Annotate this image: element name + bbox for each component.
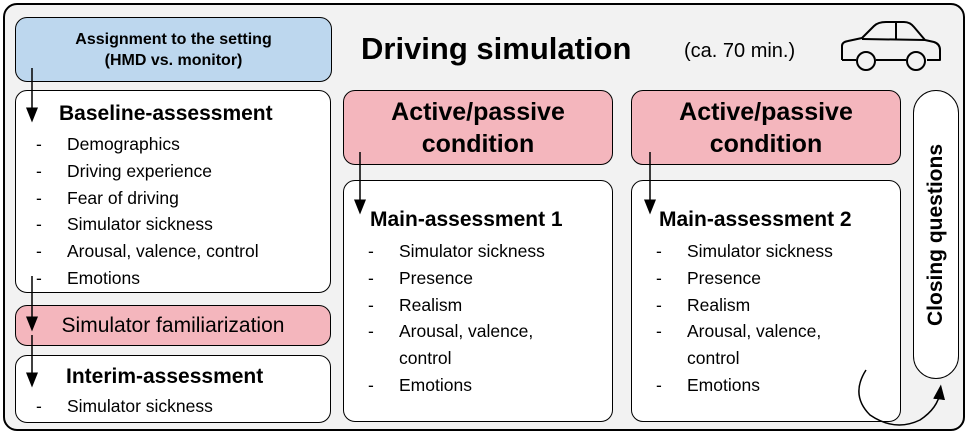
condition-box-1: Active/passive condition xyxy=(343,90,613,165)
main-assessment-1-heading: Main-assessment 1 xyxy=(370,208,563,231)
list-item: Arousal, valence, xyxy=(656,318,833,345)
list-item: Presence xyxy=(368,265,545,292)
condition-2-line2: condition xyxy=(709,129,823,158)
list-item: Demographics xyxy=(36,131,259,158)
list-item: Fear of driving xyxy=(36,185,259,212)
list-item: Simulator sickness xyxy=(368,238,545,265)
main-assessment-1-list: Simulator sickness Presence Realism Arou… xyxy=(368,238,545,399)
assignment-line1: Assignment to the setting xyxy=(75,30,272,48)
page-title: Driving simulation xyxy=(361,31,632,66)
baseline-list: Demographics Driving experience Fear of … xyxy=(36,131,259,292)
familiarization-box: Simulator familiarization xyxy=(15,305,331,346)
list-item: Arousal, valence, control xyxy=(36,238,259,265)
list-item: Simulator sickness xyxy=(36,393,213,420)
list-item: control xyxy=(687,348,740,369)
list-item: control xyxy=(399,348,452,369)
assignment-box: Assignment to the setting (HMD vs. monit… xyxy=(15,17,332,82)
interim-heading: Interim-assessment xyxy=(66,365,264,388)
condition-box-2: Active/passive condition xyxy=(631,90,901,165)
list-item: Emotions xyxy=(656,372,833,399)
baseline-box: Baseline-assessment Demographics Driving… xyxy=(15,90,331,293)
condition-1-line2: condition xyxy=(421,129,535,158)
list-item: Realism xyxy=(368,292,545,319)
list-item: Driving experience xyxy=(36,158,259,185)
list-item: Presence xyxy=(656,265,833,292)
list-item: Realism xyxy=(656,292,833,319)
familiarization-label: Simulator familiarization xyxy=(61,313,285,337)
list-item: Emotions xyxy=(368,372,545,399)
interim-box: Interim-assessment Simulator sickness xyxy=(15,355,331,423)
closing-questions-box: Closing questions xyxy=(913,90,959,379)
list-item: Simulator sickness xyxy=(656,238,833,265)
condition-2-line1: Active/passive xyxy=(679,97,853,126)
main-assessment-1-box: Main-assessment 1 Simulator sickness Pre… xyxy=(343,180,613,422)
condition-1-line1: Active/passive xyxy=(391,97,565,126)
main-assessment-2-list: Simulator sickness Presence Realism Arou… xyxy=(656,238,833,399)
list-item: Arousal, valence, xyxy=(368,318,545,345)
list-item: Emotions xyxy=(36,265,259,292)
interim-list: Simulator sickness xyxy=(36,393,213,420)
list-item: Simulator sickness xyxy=(36,211,259,238)
main-assessment-2-heading: Main-assessment 2 xyxy=(659,208,852,231)
assignment-line2: (HMD vs. monitor) xyxy=(104,51,243,69)
baseline-heading: Baseline-assessment xyxy=(59,102,273,125)
duration-label: (ca. 70 min.) xyxy=(684,40,796,62)
closing-questions-label: Closing questions xyxy=(924,143,947,326)
main-assessment-2-box: Main-assessment 2 Simulator sickness Pre… xyxy=(631,180,901,422)
